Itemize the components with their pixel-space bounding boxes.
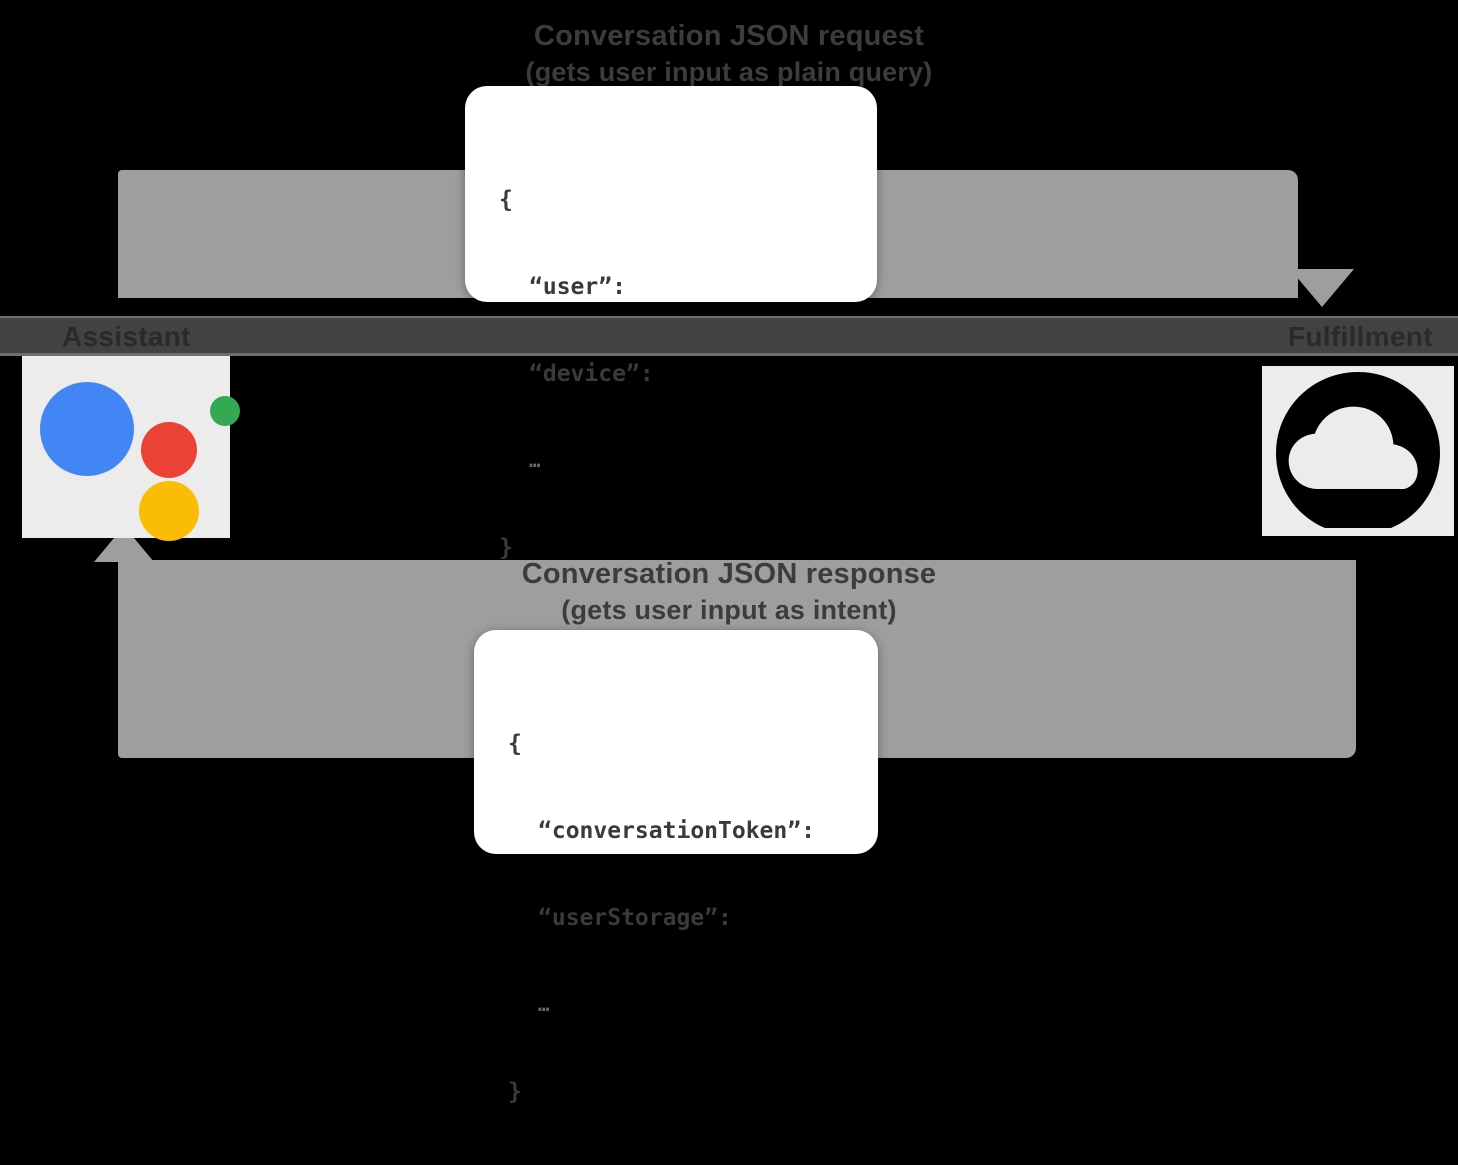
json-close-brace: } — [508, 1079, 522, 1105]
json-key-conversation-token: “conversationToken”: — [538, 818, 815, 844]
request-arrow-head-icon — [1290, 269, 1354, 307]
json-ellipsis: … — [529, 450, 541, 472]
assistant-dot-yellow-icon — [139, 481, 199, 541]
json-key-user-storage: “userStorage”: — [538, 905, 732, 931]
center-divider-band — [0, 318, 1458, 356]
response-json-card: { “conversationToken”: “userStorage”: … … — [474, 630, 878, 1105]
diagram-canvas: Assistant Fulfillment Conversation JSON … — [0, 18, 1458, 1105]
request-caption-line1: Conversation JSON request — [533, 20, 925, 52]
response-caption-line1: Conversation JSON response — [521, 558, 937, 590]
json-open-brace: { — [499, 187, 513, 213]
json-open-brace: { — [508, 731, 522, 757]
assistant-dot-red-icon — [141, 422, 197, 478]
assistant-node-label: Assistant — [62, 321, 191, 352]
response-caption: Conversation JSON response (gets user in… — [0, 556, 1458, 628]
assistant-dot-green-icon — [210, 396, 240, 426]
json-key-device: “device”: — [529, 361, 654, 387]
assistant-dot-blue-icon — [40, 382, 134, 476]
request-json-card: { “user”: “device”: … } — [465, 86, 877, 561]
json-close-brace: } — [499, 535, 513, 561]
request-caption: Conversation JSON request (gets user inp… — [0, 18, 1458, 90]
response-caption-line2: (gets user input as intent) — [561, 595, 897, 625]
center-band-bottom-rule — [0, 353, 1458, 356]
request-caption-line2: (gets user input as plain query) — [525, 57, 933, 87]
fulfillment-node-label: Fulfillment — [1288, 321, 1433, 352]
center-band-top-rule — [0, 316, 1458, 319]
google-assistant-icon — [22, 356, 240, 541]
json-ellipsis: … — [538, 994, 550, 1016]
json-key-user: “user”: — [529, 274, 626, 300]
cloud-icon — [1262, 366, 1454, 536]
